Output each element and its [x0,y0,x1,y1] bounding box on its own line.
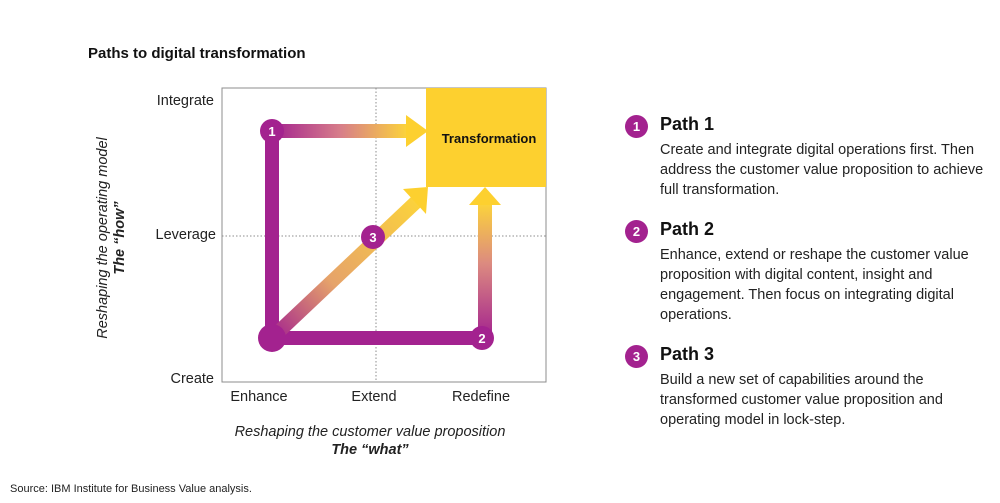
path-3-text: Build a new set of capabilities around t… [660,372,943,428]
path-3-badge: 3 [625,345,648,368]
path3-marker [361,225,385,249]
path3-arrowhead [403,187,428,214]
path-1-title: Path 1 [660,114,715,134]
path-2-title: Path 2 [660,219,715,239]
path2-marker-label: 2 [478,331,485,346]
y-tick-create: Create [170,371,214,387]
path-1-description: 1 Path 1 Create and integrate digital op… [625,114,995,200]
x-axis-label-line1: Reshaping the customer value proposition [234,424,506,440]
plot-frame [221,87,547,383]
path3-diagonal-arrow [267,196,421,344]
path1-arrowhead [406,115,428,147]
y-axis-label: Reshaping the operating model The “how” [95,78,129,398]
y-axis-label-line2: The “how” [112,201,128,275]
path2-horizontal-arrow [272,331,482,345]
path1-marker-label: 1 [268,124,275,139]
path-1-text: Create and integrate digital operations … [660,142,984,198]
path-3-title: Path 3 [660,344,715,364]
path-1-badge: 1 [625,115,648,138]
x-tick-redefine: Redefine [451,389,511,405]
path2-arrowhead [469,187,501,205]
path3-marker-label: 3 [369,230,376,245]
path-3-description: 3 Path 3 Build a new set of capabilities… [625,344,995,430]
x-tick-extend: Extend [351,389,397,405]
y-tick-leverage: Leverage [155,227,216,243]
path2-marker [470,326,494,350]
path1-horizontal-arrow [272,124,408,138]
transformation-label: Transformation [442,131,537,146]
x-axis-label: Reshaping the customer value proposition… [170,423,570,459]
x-tick-enhance: Enhance [230,389,288,405]
transformation-box [426,88,546,187]
path-2-description: 2 Path 2 Enhance, extend or reshape the … [625,219,995,325]
page-title: Paths to digital transformation [88,45,306,62]
path-2-text: Enhance, extend or reshape the customer … [660,247,969,323]
y-axis-label-line1: Reshaping the operating model [95,137,111,339]
path2-vertical-arrow [478,203,492,338]
path1-marker [260,119,284,143]
path-2-badge: 2 [625,220,648,243]
y-tick-integrate: Integrate [156,93,214,109]
origin-marker [258,324,286,352]
path1-vertical-arrow [265,131,279,338]
source-note: Source: IBM Institute for Business Value… [10,483,252,495]
x-axis-label-line2: The “what” [331,442,409,458]
